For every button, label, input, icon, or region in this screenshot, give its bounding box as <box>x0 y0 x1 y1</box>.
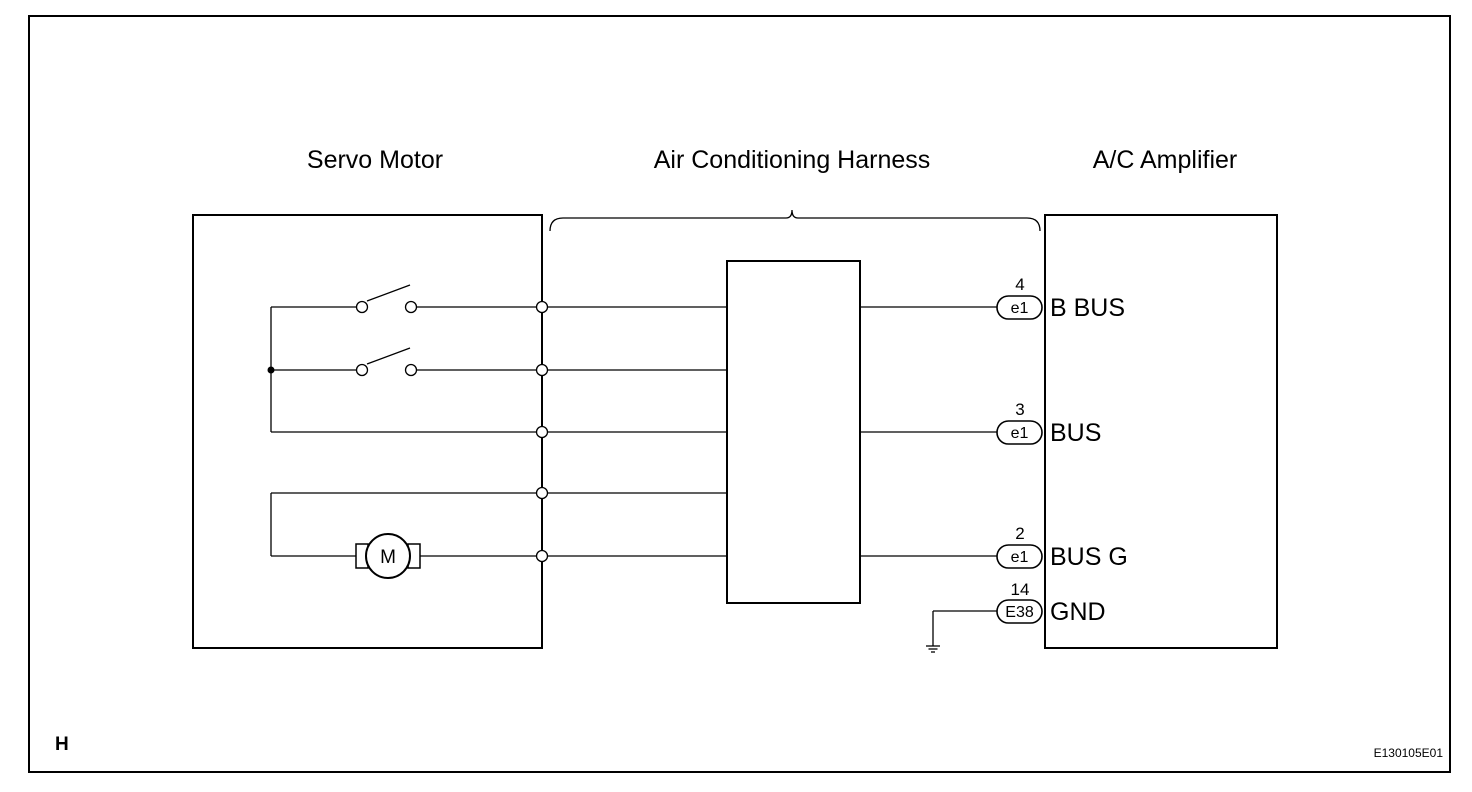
harness-connector-box <box>726 260 861 604</box>
pin-number: 4 <box>1015 275 1024 294</box>
pin-number: 2 <box>1015 524 1024 543</box>
signal-label: GND <box>1050 598 1106 626</box>
connector-id: e1 <box>1011 425 1029 442</box>
signal-label: BUS G <box>1050 543 1128 571</box>
signal-label: BUS <box>1050 419 1101 447</box>
connector-oval <box>996 599 1043 624</box>
servo-harness-wires <box>547 306 727 557</box>
terminal-bus-g: 2 e1 BUS G <box>996 524 1128 571</box>
connector-oval <box>996 295 1043 320</box>
connector-id: E38 <box>1005 604 1034 621</box>
connector-oval <box>996 544 1043 569</box>
amplifier-box <box>1044 214 1278 649</box>
figure-code: E130105E01 <box>1374 746 1444 760</box>
figure-frame <box>28 15 1451 773</box>
servo-edge-terminals <box>535 300 549 563</box>
terminal-b-bus: 4 e1 B BUS <box>996 275 1125 322</box>
harness-brace <box>549 209 1041 232</box>
motor-label: M <box>380 547 396 568</box>
corner-label: H <box>55 734 69 755</box>
harness-amplifier-wires <box>860 306 997 557</box>
switch-contacts <box>267 300 418 377</box>
amplifier-title: A/C Amplifier <box>1093 146 1237 174</box>
terminal-gnd: 14 E38 GND <box>933 580 1106 626</box>
connector-id: e1 <box>1011 300 1029 317</box>
signal-label: B BUS <box>1050 294 1125 322</box>
connector-id: e1 <box>1011 549 1029 566</box>
terminal-bus: 3 e1 BUS <box>996 400 1101 447</box>
pin-number: 3 <box>1015 400 1024 419</box>
pin-number: 14 <box>1011 580 1030 599</box>
connector-oval <box>996 420 1043 445</box>
ground-icon <box>926 611 940 653</box>
servo-internal-wiring <box>270 284 537 557</box>
motor-symbol: M <box>355 533 421 579</box>
harness-title: Air Conditioning Harness <box>654 146 931 174</box>
servo-motor-title: Servo Motor <box>307 146 443 174</box>
